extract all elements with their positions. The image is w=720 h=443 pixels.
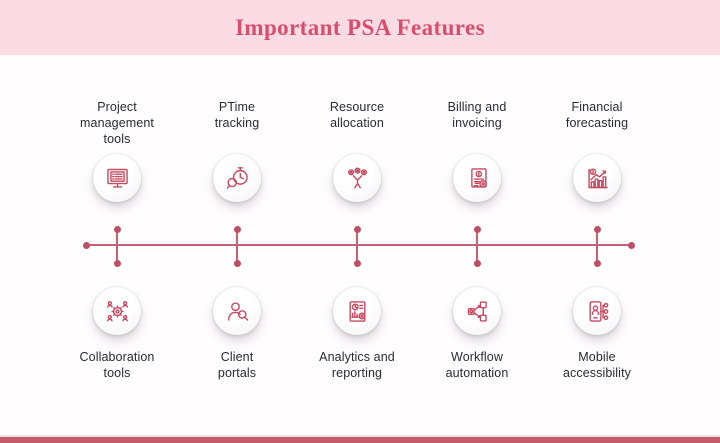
feature-circle-mobile-accessibility: [573, 287, 621, 335]
timeline-connector: [116, 229, 118, 263]
header-banner: Important PSA Features: [0, 0, 720, 55]
feature-label-workflow-automation: Workflow automation: [445, 350, 509, 380]
footer-accent-bar: [0, 435, 720, 443]
feature-label-collaboration: Collaboration tools: [79, 350, 155, 380]
smartphone-network-icon: [588, 300, 608, 322]
timeline-node-dot: [113, 225, 121, 233]
feature-circle-workflow-automation: [453, 287, 501, 335]
feature-circle-client-portals: [213, 287, 261, 335]
invoice-coin-icon: [470, 167, 487, 188]
feature-label-financial-forecasting: Financial forecasting: [565, 100, 629, 130]
timeline-connector: [236, 229, 238, 263]
feature-circle-resource-allocation: [333, 154, 381, 202]
feature-circle-project-management: [93, 154, 141, 202]
timeline-node-dot: [593, 259, 601, 267]
timeline-node-dot: [353, 259, 361, 267]
feature-circle-collaboration: [93, 287, 141, 335]
person-gears-icon: [347, 167, 367, 188]
timeline-connector: [356, 229, 358, 263]
report-chart-gear-icon: [348, 300, 366, 322]
feature-label-client-portals: Client portals: [217, 350, 257, 380]
timeline-connector: [596, 229, 598, 263]
bar-chart-trend-icon: [587, 167, 608, 188]
monitor-list-icon: [106, 168, 128, 188]
feature-label-mobile-accessibility: Mobile accessibility: [563, 350, 631, 380]
team-gear-icon: [106, 300, 128, 321]
flowchart-automation-icon: [467, 300, 487, 322]
feature-circle-analytics-reporting: [333, 287, 381, 335]
feature-label-time-tracking: PTime tracking: [214, 100, 260, 130]
timeline-node-dot: [353, 225, 361, 233]
timeline-end-dot-right: [627, 241, 635, 249]
timeline-node-dot: [233, 259, 241, 267]
timeline-node-dot: [473, 225, 481, 233]
timeline-node-dot: [233, 225, 241, 233]
timeline-node-dot: [473, 259, 481, 267]
feature-label-project-management: Project management tools: [80, 100, 154, 146]
timeline-node-dot: [113, 259, 121, 267]
feature-circle-billing-invoicing: [453, 154, 501, 202]
feature-label-analytics-reporting: Analytics and reporting: [319, 350, 395, 380]
feature-label-resource-allocation: Resource allocation: [329, 100, 385, 130]
person-magnifier-icon: [227, 301, 248, 321]
feature-label-billing-invoicing: Billing and invoicing: [447, 100, 507, 130]
page-title: Important PSA Features: [235, 14, 485, 40]
timeline-connector: [476, 229, 478, 263]
timeline-end-dot-left: [82, 241, 90, 249]
feature-circle-time-tracking: [213, 154, 261, 202]
feature-circle-financial-forecasting: [573, 154, 621, 202]
stopwatch-magnifier-icon: [226, 166, 248, 189]
timeline-node-dot: [593, 225, 601, 233]
timeline-line: [86, 244, 631, 246]
